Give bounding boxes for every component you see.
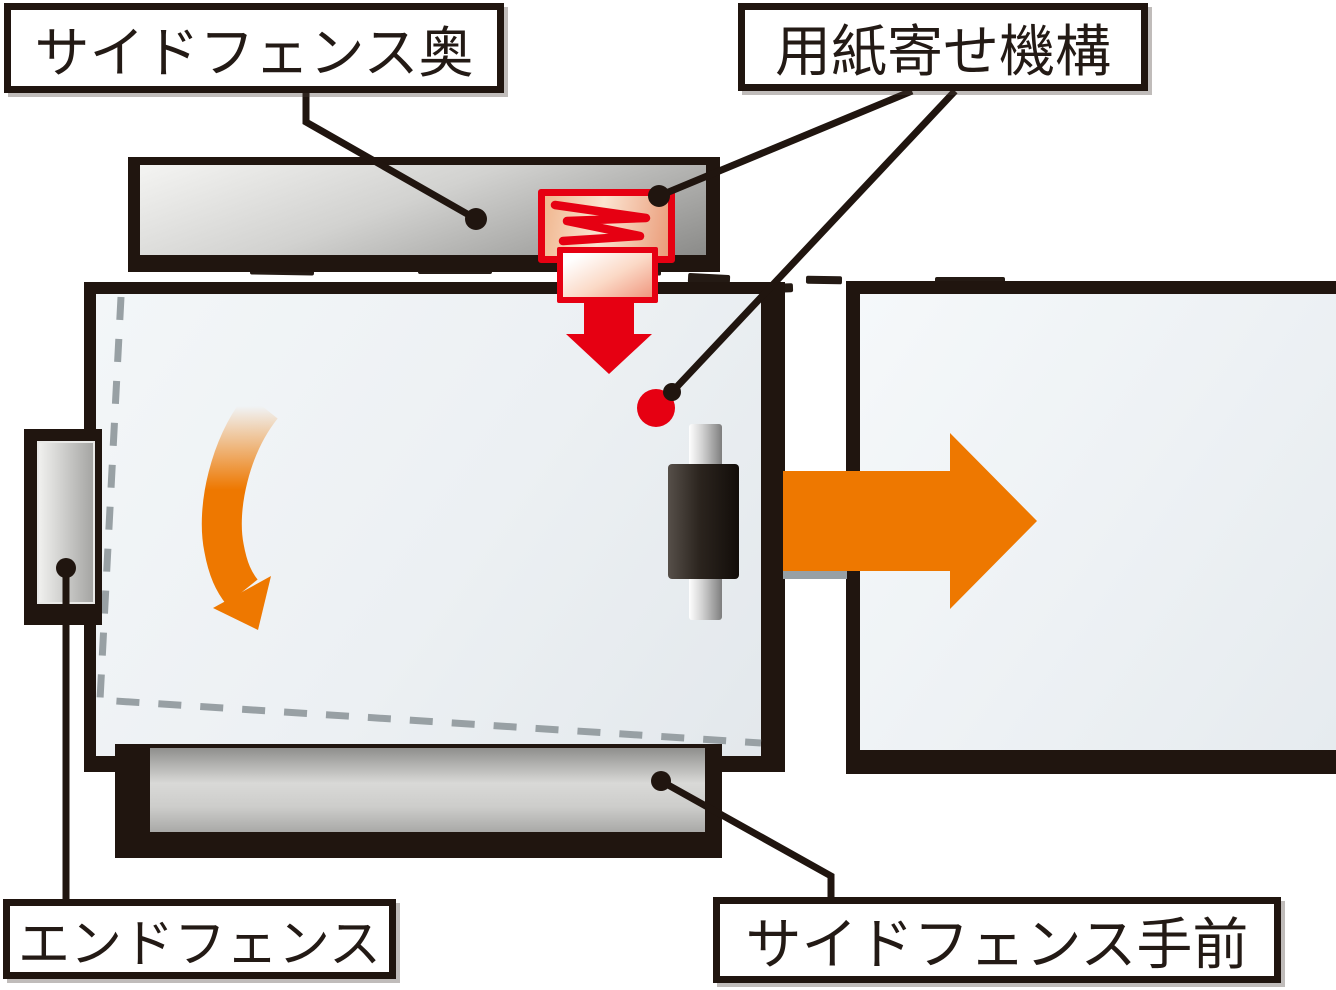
side-fence-front-face xyxy=(150,748,705,832)
end-fence xyxy=(24,429,102,625)
alignment-point-dot xyxy=(637,389,675,427)
label-paper-alignment-mechanism: 用紙寄せ機構 xyxy=(738,3,1148,91)
end-fence-face xyxy=(37,441,95,604)
label-side-fence-front-text: サイドフェンス手前 xyxy=(745,912,1249,978)
label-end-fence-text: エンドフェンス xyxy=(18,914,381,975)
feed-arrow-shadow xyxy=(783,571,847,579)
pusher-plate xyxy=(557,247,658,303)
rotate-paper-arrow-icon xyxy=(201,398,279,630)
feed-roller xyxy=(668,464,739,579)
press-down-arrow-icon xyxy=(566,296,652,374)
side-fence-front xyxy=(115,744,722,858)
label-side-fence-front: サイドフェンス手前 xyxy=(713,897,1281,983)
scuff-mark xyxy=(805,275,843,285)
scuff-mark xyxy=(935,277,1005,284)
label-paper-alignment-mechanism-text: 用紙寄せ機構 xyxy=(775,19,1111,85)
spring-icon xyxy=(550,200,651,246)
label-side-fence-back: サイドフェンス奥 xyxy=(4,3,504,93)
label-end-fence: エンドフェンス xyxy=(3,899,396,979)
label-side-fence-back-text: サイドフェンス奥 xyxy=(34,21,474,85)
feed-direction-arrow-icon xyxy=(783,433,1037,609)
